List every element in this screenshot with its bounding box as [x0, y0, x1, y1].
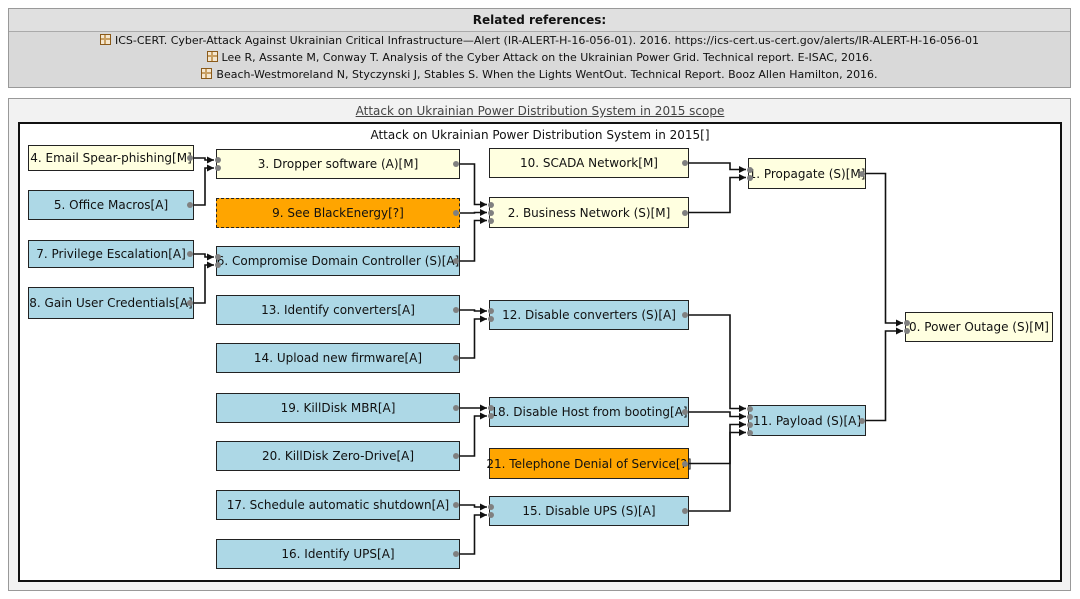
connector-port — [453, 161, 459, 167]
connector-port — [682, 508, 688, 514]
node-identify-ups[interactable]: 16. Identify UPS[A] — [216, 539, 460, 569]
node-killdisk-zero-drive[interactable]: 20. KillDisk Zero-Drive[A] — [216, 441, 460, 471]
connector-port — [747, 166, 753, 173]
connector-port — [488, 201, 494, 208]
references-panel: Related references: ICS-CERT. Cyber-Atta… — [8, 8, 1071, 88]
edge-n18-to-n11 — [685, 411, 746, 420]
connector-port — [187, 155, 193, 161]
connector-port — [747, 421, 753, 428]
connector-port — [747, 429, 753, 436]
edge-n17-to-n15 — [456, 503, 487, 511]
connector-port — [453, 258, 459, 264]
edge-n13-to-n12 — [456, 307, 487, 315]
reference-item[interactable]: Lee R, Assante M, Conway T. Analysis of … — [9, 49, 1070, 66]
edge-n2-to-n1 — [685, 174, 746, 214]
edge-n21-to-n11 — [685, 421, 746, 465]
edge-n7-to-n6 — [190, 253, 214, 261]
connector-port — [453, 210, 459, 216]
connector-port — [859, 170, 865, 177]
connector-port — [859, 417, 865, 424]
node-disable-converters[interactable]: 12. Disable converters (S)[A] — [489, 300, 689, 330]
connector-port — [453, 355, 459, 361]
connector-port — [747, 405, 753, 412]
connector-port — [488, 209, 494, 216]
connector-port — [682, 209, 688, 216]
connector-port — [215, 254, 221, 260]
reference-item[interactable]: ICS-CERT. Cyber-Attack Against Ukrainian… — [9, 32, 1070, 49]
reference-item[interactable]: Beach-Westmoreland N, Styczynski J, Stab… — [9, 66, 1070, 83]
edge-n20-to-n18 — [456, 412, 487, 457]
node-payload[interactable]: 11. Payload (S)[A] — [748, 405, 866, 436]
node-schedule-automatic-shutdown[interactable]: 17. Schedule automatic shutdown[A] — [216, 490, 460, 520]
node-disable-ups[interactable]: 15. Disable UPS (S)[A] — [489, 496, 689, 526]
node-privilege-escalation[interactable]: 7. Privilege Escalation[A] — [28, 240, 194, 268]
connector-port — [747, 174, 753, 181]
node-business-network[interactable]: 2. Business Network (S)[M] — [489, 197, 689, 228]
connector-port — [904, 320, 910, 326]
node-office-macros[interactable]: 5. Office Macros[A] — [28, 190, 194, 220]
connector-port — [453, 405, 459, 411]
connector-port — [453, 551, 459, 557]
reference-text: Lee R, Assante M, Conway T. Analysis of … — [221, 51, 873, 64]
edge-n4-to-n3 — [190, 156, 214, 164]
edge-n11-to-n0 — [862, 327, 903, 422]
connector-port — [453, 307, 459, 313]
node-upload-new-firmware[interactable]: 14. Upload new firmware[A] — [216, 343, 460, 373]
node-propagate[interactable]: 1. Propagate (S)[M] — [748, 158, 866, 189]
node-telephone-denial-of-service[interactable]: 21. Telephone Denial of Service[?] — [486, 448, 692, 479]
edge-n10-to-n1 — [685, 162, 746, 173]
connector-port — [904, 328, 910, 334]
connector-port — [187, 300, 193, 306]
connector-port — [488, 504, 494, 510]
reference-text: ICS-CERT. Cyber-Attack Against Ukrainian… — [114, 34, 980, 47]
node-scada-network[interactable]: 10. SCADA Network[M] — [489, 148, 689, 178]
edge-n3-to-n2 — [456, 163, 487, 208]
edge-n14-to-n12 — [456, 315, 487, 359]
edge-n16-to-n15 — [456, 511, 487, 555]
connector-port — [682, 460, 688, 467]
reference-text: Beach-Westmoreland N, Styczynski J, Stab… — [216, 68, 878, 81]
connector-port — [488, 405, 494, 411]
edge-n12-to-n11 — [685, 314, 746, 412]
node-compromise-domain-controller[interactable]: 6. Compromise Domain Controller (S)[A] — [216, 246, 460, 276]
connector-port — [747, 413, 753, 420]
connector-port — [215, 157, 221, 163]
connector-port — [453, 502, 459, 508]
node-identify-converters[interactable]: 13. Identify converters[A] — [216, 295, 460, 325]
connector-port — [488, 413, 494, 419]
connector-port — [187, 251, 193, 257]
node-dropper-software[interactable]: 3. Dropper software (A)[M] — [216, 149, 460, 179]
connector-port — [187, 202, 193, 208]
edge-n6-to-n2 — [456, 217, 487, 262]
diagram-title: Attack on Ukrainian Power Distribution S… — [370, 128, 710, 142]
edge-n1-to-n0 — [862, 172, 903, 327]
connector-port — [488, 217, 494, 224]
edge-n9-to-n2 — [456, 209, 487, 216]
node-gain-user-credentials[interactable]: 8. Gain User Credentials[A] — [28, 287, 194, 319]
document-icon — [99, 34, 111, 45]
connector-port — [453, 453, 459, 459]
connector-port — [488, 512, 494, 518]
node-see-blackenergy[interactable]: 9. See BlackEnergy[?] — [216, 198, 460, 228]
connector-port — [682, 409, 688, 415]
edge-n15-to-n11 — [685, 429, 746, 512]
node-email-spear-phishing[interactable]: 4. Email Spear-phishing[M] — [28, 145, 194, 171]
connector-port — [488, 316, 494, 322]
edge-n5-to-n3 — [190, 164, 214, 206]
node-disable-host-from-booting[interactable]: 18. Disable Host from booting[A] — [489, 397, 689, 427]
references-title: Related references: — [9, 9, 1070, 32]
document-icon — [201, 68, 213, 79]
document-icon — [206, 51, 218, 62]
connector-port — [682, 160, 688, 166]
connector-port — [215, 165, 221, 171]
scope-title[interactable]: Attack on Ukrainian Power Distribution S… — [355, 104, 725, 118]
node-killdisk-mbr[interactable]: 19. KillDisk MBR[A] — [216, 393, 460, 423]
connector-port — [682, 312, 688, 318]
edge-n8-to-n6 — [190, 261, 214, 304]
connector-port — [215, 262, 221, 268]
connector-port — [488, 308, 494, 314]
node-power-outage[interactable]: 0. Power Outage (S)[M] — [905, 312, 1053, 342]
